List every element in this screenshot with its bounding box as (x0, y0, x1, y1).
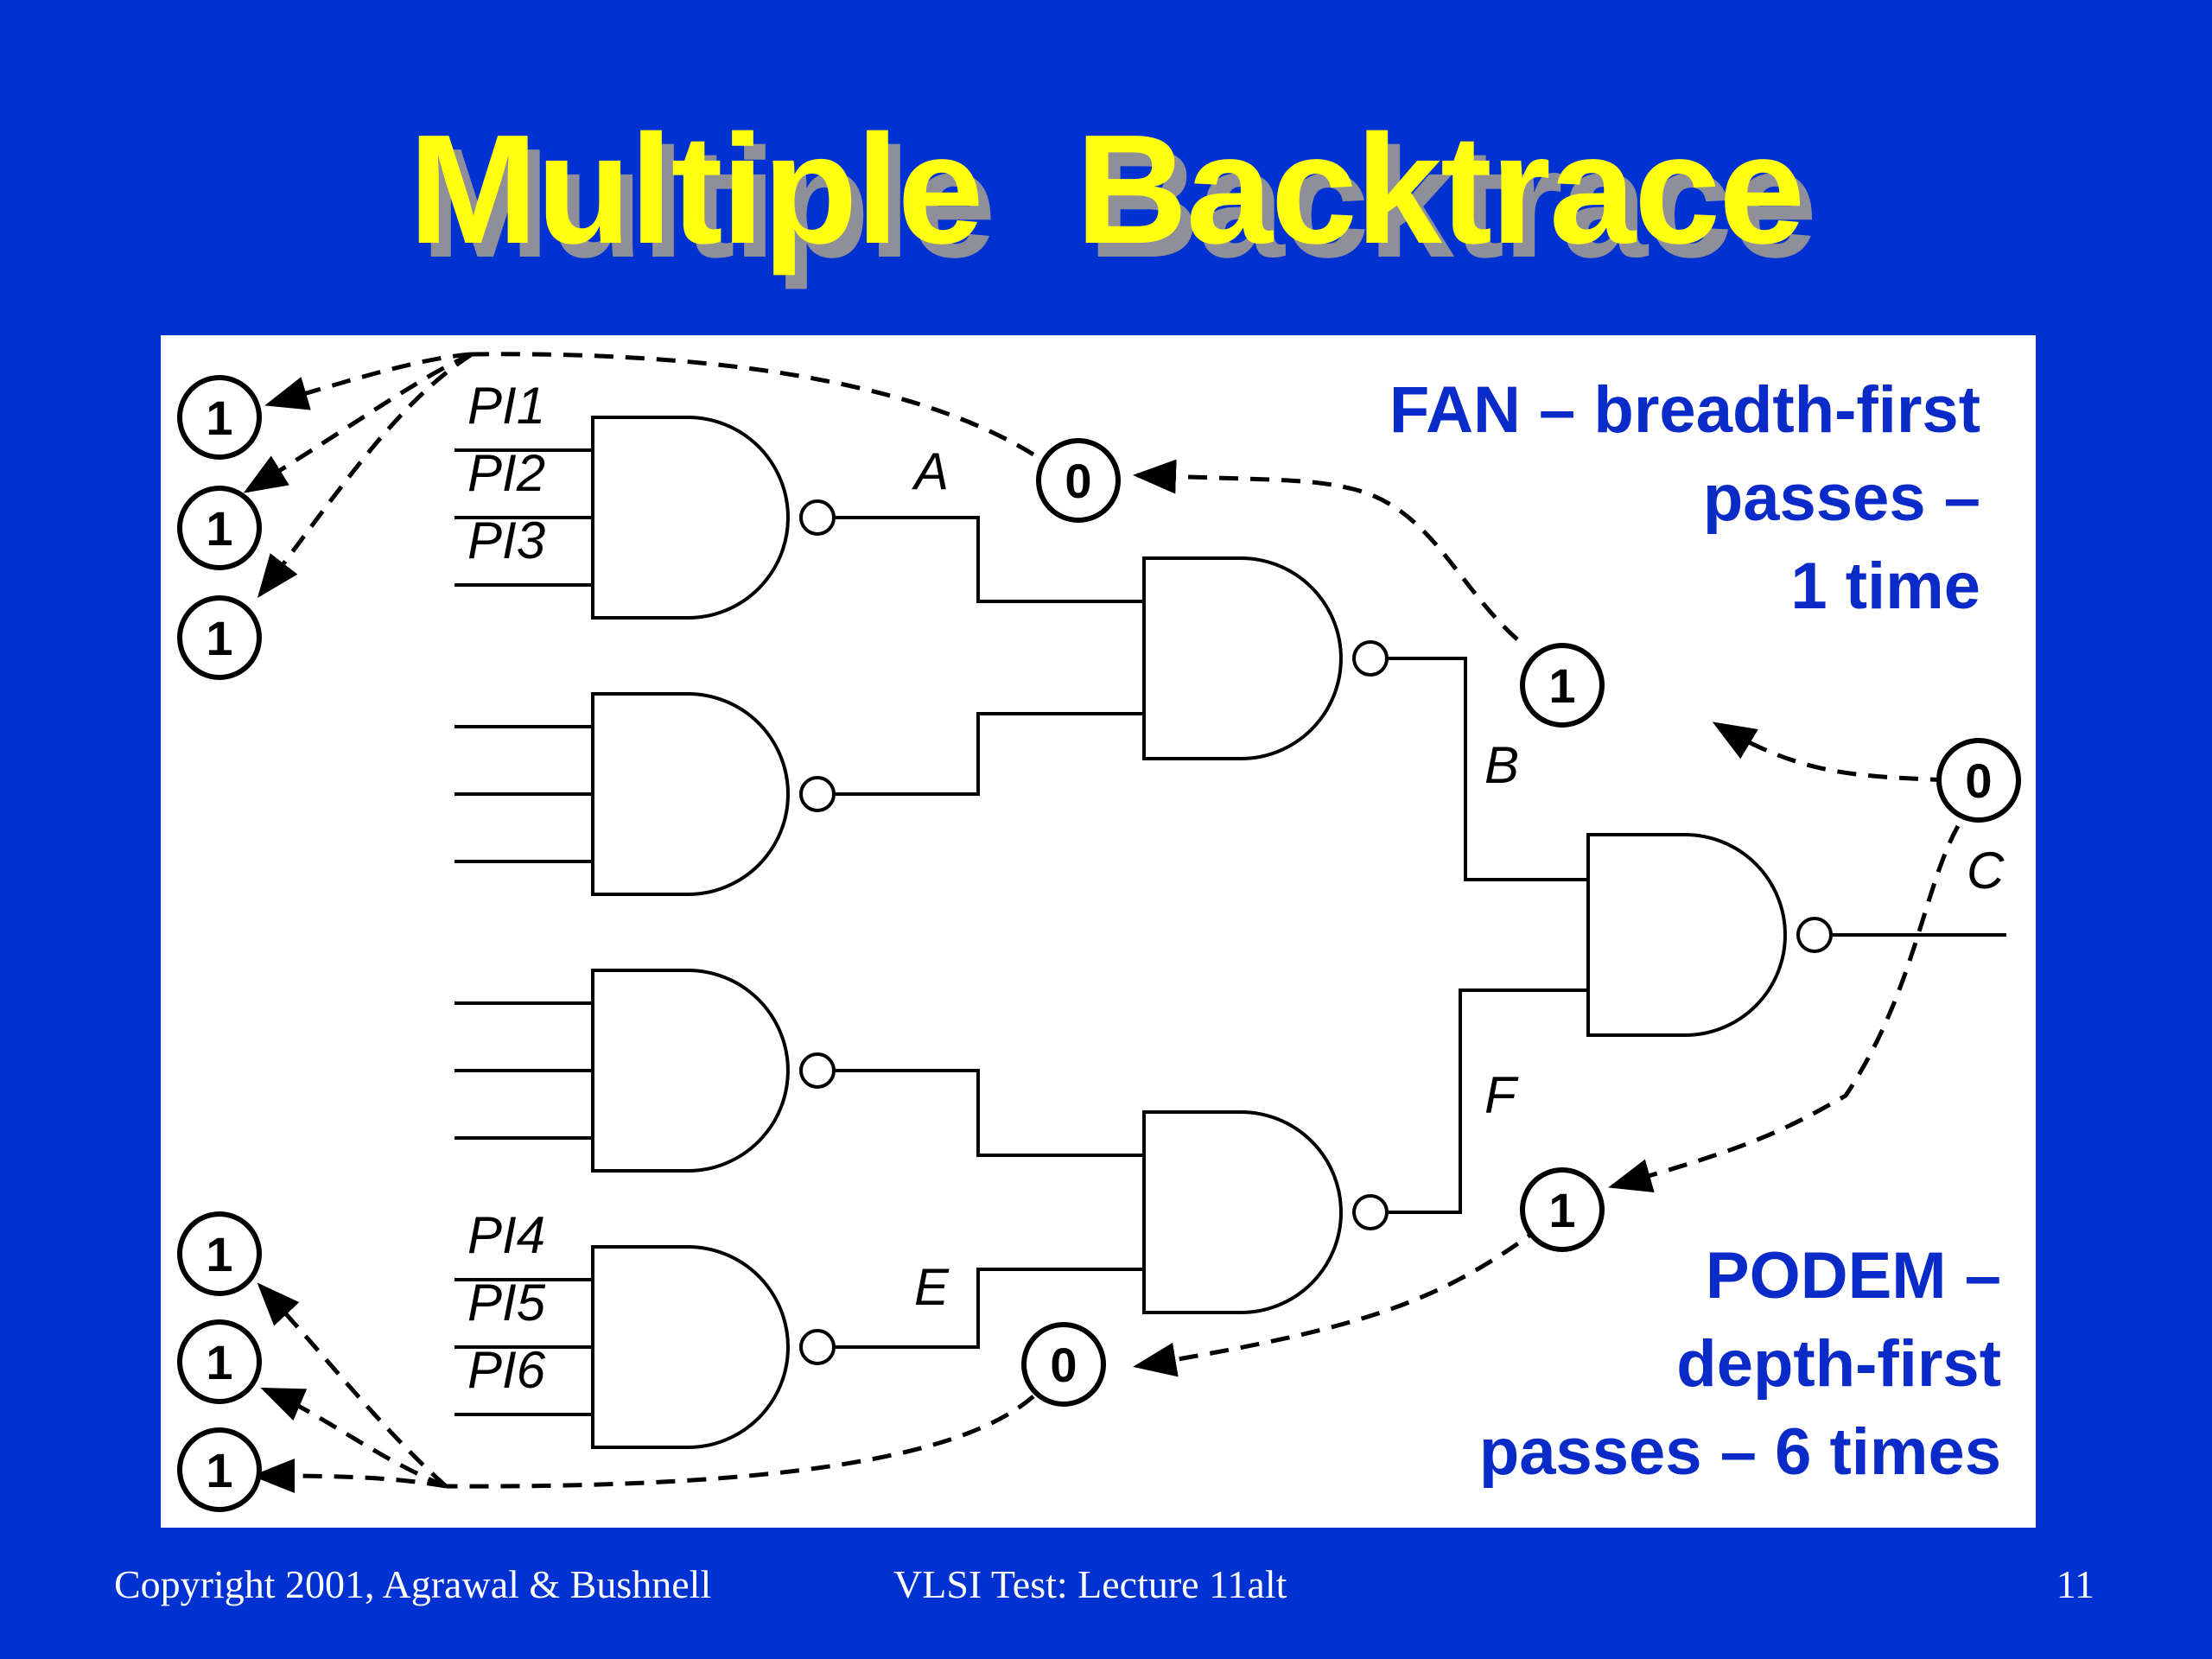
svg-text:1: 1 (206, 1335, 232, 1389)
podem-note-line-2: depth-first (1676, 1327, 2001, 1401)
input-wire-g2 (454, 725, 593, 863)
wire-g3-out (834, 1069, 1144, 1157)
value-circle-f: 1 (1520, 1167, 1605, 1252)
inverter-bubble-4 (799, 1329, 836, 1365)
nand-gate-5 (1142, 556, 1343, 760)
fan-note-line-1: FAN – breadth-first (1389, 373, 1980, 447)
label-net-c: C (1967, 842, 2005, 899)
backtrace-c-to-b (1712, 721, 1950, 783)
nand-gate-4 (591, 1245, 790, 1449)
inverter-bubble-2 (799, 776, 836, 812)
wire-g2-out (834, 712, 1144, 796)
input-wire-g3 (454, 1001, 593, 1140)
slide-title: Multiple Backtrace (408, 103, 1806, 276)
nand-gate-1 (591, 416, 790, 620)
nand-gate-2 (591, 692, 790, 896)
value-circle-pi6: 1 (177, 1427, 262, 1512)
circuit-wiring (454, 416, 2006, 1449)
footer-page-number: 11 (2056, 1562, 2094, 1606)
inverter-bubble-5 (1352, 640, 1389, 677)
value-circle-a: 0 (1036, 438, 1121, 523)
svg-text:0: 0 (1050, 1338, 1077, 1392)
backtrace-to-pi4 (257, 1282, 448, 1488)
value-circles: 1 1 1 0 1 0 1 0 (177, 375, 2021, 1512)
footer-copyright: Copyright 2001, Agrawal & Bushnell (114, 1562, 712, 1606)
label-pi5: PI5 (467, 1274, 546, 1332)
svg-text:1: 1 (1548, 658, 1575, 713)
value-circle-pi1: 1 (177, 375, 262, 460)
svg-text:0: 0 (1965, 753, 1992, 808)
label-pi1: PI1 (467, 377, 545, 435)
label-net-f: F (1484, 1066, 1519, 1124)
value-circle-pi3: 1 (177, 595, 262, 680)
nand-gate-6 (1142, 1110, 1343, 1314)
podem-note-line-3: passes – 6 times (1479, 1415, 2001, 1489)
label-net-b: B (1484, 736, 1519, 794)
svg-text:1: 1 (206, 1227, 232, 1281)
value-circle-e: 0 (1021, 1322, 1106, 1407)
svg-text:1: 1 (1548, 1183, 1575, 1237)
label-pi4: PI4 (467, 1206, 545, 1264)
footer-course: VLSI Test: Lecture 11alt (893, 1562, 1287, 1606)
backtrace-f-to-e (1133, 1223, 1545, 1377)
svg-text:1: 1 (206, 611, 232, 665)
backtrace-c-to-f (1608, 824, 1961, 1193)
wire-a (834, 516, 1144, 603)
inverter-bubble-output (1796, 917, 1833, 953)
backtrace-to-pi1 (264, 352, 473, 410)
wire-f (1387, 988, 1588, 1214)
backtrace-circuit-diagram: 1 1 1 0 1 0 1 0 (177, 352, 2021, 1512)
svg-text:0: 0 (1065, 454, 1091, 508)
fan-note-line-3: 1 time (1790, 550, 1980, 623)
svg-text:1: 1 (206, 391, 232, 445)
inverter-bubble-6 (1352, 1194, 1389, 1230)
label-pi2: PI2 (467, 444, 545, 502)
wire-b (1387, 657, 1588, 881)
inverter-bubble-3 (799, 1052, 836, 1089)
value-circle-pi5: 1 (177, 1319, 262, 1404)
podem-note: PODEM – depth-first passes – 6 times (1479, 1239, 2001, 1489)
fan-note-line-2: passes – (1703, 461, 1980, 535)
backtrace-a-to-pis (471, 352, 1035, 457)
nand-gate-output (1586, 833, 1787, 1037)
value-circle-c: 0 (1936, 738, 2021, 823)
backtrace-to-pi6 (251, 1459, 447, 1494)
title-block: Multiple Backtrace Multiple Backtrace (0, 103, 2212, 290)
svg-text:1: 1 (206, 1443, 232, 1497)
backtrace-to-pi5 (260, 1387, 447, 1489)
label-pi3: PI3 (467, 512, 545, 569)
value-circle-b: 1 (1520, 643, 1605, 728)
backtrace-arrows (243, 352, 1961, 1494)
nand-gate-3 (591, 969, 790, 1173)
backtrace-e-to-pis (445, 1395, 1035, 1489)
label-net-e: E (914, 1258, 950, 1316)
value-circle-pi2: 1 (177, 486, 262, 570)
diagram-panel: 1 1 1 0 1 0 1 0 (161, 335, 2036, 1528)
fan-note: FAN – breadth-first passes – 1 time (1389, 373, 1980, 623)
backtrace-to-pi3 (257, 352, 474, 598)
svg-text:1: 1 (206, 501, 232, 556)
slide-title-shadow: Multiple Backtrace (420, 117, 1818, 290)
wire-e (834, 1268, 1144, 1349)
value-circle-pi4: 1 (177, 1211, 262, 1296)
podem-note-line-1: PODEM – (1706, 1239, 2001, 1313)
label-net-a: A (912, 442, 949, 500)
inverter-bubble-1 (799, 499, 836, 536)
signal-labels: PI1 PI2 PI3 PI4 PI5 PI6 A B C E F (467, 377, 2005, 1399)
backtrace-to-pi2 (243, 352, 473, 493)
label-pi6: PI6 (467, 1341, 546, 1399)
backtrace-b-to-a (1133, 459, 1519, 641)
